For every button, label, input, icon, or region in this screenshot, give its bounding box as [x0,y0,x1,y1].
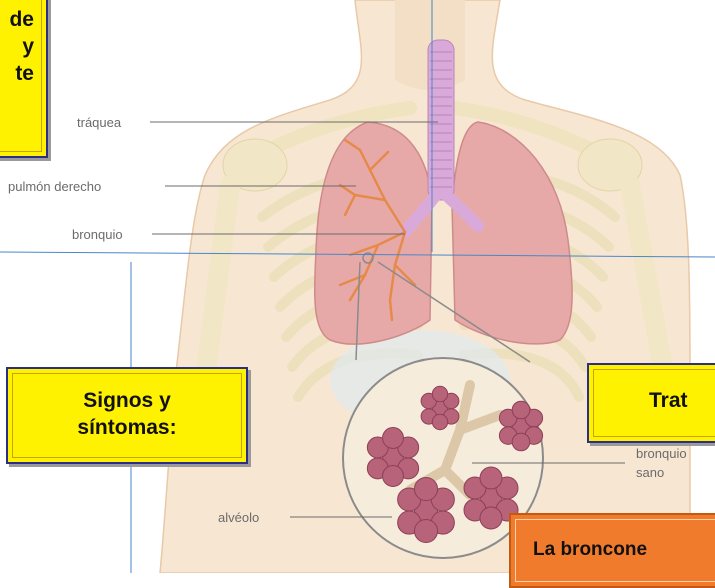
zoom-line-1 [355,261,361,361]
treatment-box: Trat [587,363,715,443]
label-alveolus: alvéolo [218,510,259,525]
alveolus-sac [413,476,439,502]
alveolus-sac [413,518,439,544]
humerus-right [195,175,240,390]
respiratory-diagram: tráquea pulmón derecho bronquio alvéolo … [0,0,715,573]
shoulder-right [222,138,288,192]
label-bronchus: bronquio [72,227,123,242]
trachea-rings [430,51,452,188]
alveolus-sac [382,427,404,449]
top-left-yellow-box: de y te [0,0,48,158]
treatment-text: Trat [649,389,688,412]
label-trachea: tráquea [77,115,122,130]
bronco-text: La broncone [533,539,648,560]
alveolus-sac [479,466,503,490]
signs-line-1: Signos y [83,389,171,412]
right-lung [314,121,433,345]
top-left-line-1: de [9,8,34,31]
alveolus-sac [431,385,449,403]
bronchopneumonia-box: La broncone [509,513,715,588]
main-bronchus-right [399,189,442,238]
top-left-line-2: y [22,35,34,58]
main-bronchus-left [440,189,484,232]
signs-symptoms-box: Signos y síntomas: [6,367,248,464]
alveolus-sac [382,465,404,487]
label-healthy-bronchus-1: bronquio [636,446,687,461]
alveolus-sac [511,400,531,420]
zoom-point [362,252,374,264]
zoom-line-2 [377,261,531,363]
alveoli-clusters [366,385,544,544]
label-right-lung: pulmón derecho [8,179,101,194]
alveolus-sac [511,432,531,452]
healthy-bronchus [405,380,505,500]
humerus-left [620,175,675,390]
signs-line-2: síntomas: [77,416,177,439]
top-left-line-3: te [15,62,34,85]
label-healthy-bronchus-2: sano [636,465,664,480]
alveolus-sac [479,506,503,530]
alveolus-sac [431,413,449,431]
